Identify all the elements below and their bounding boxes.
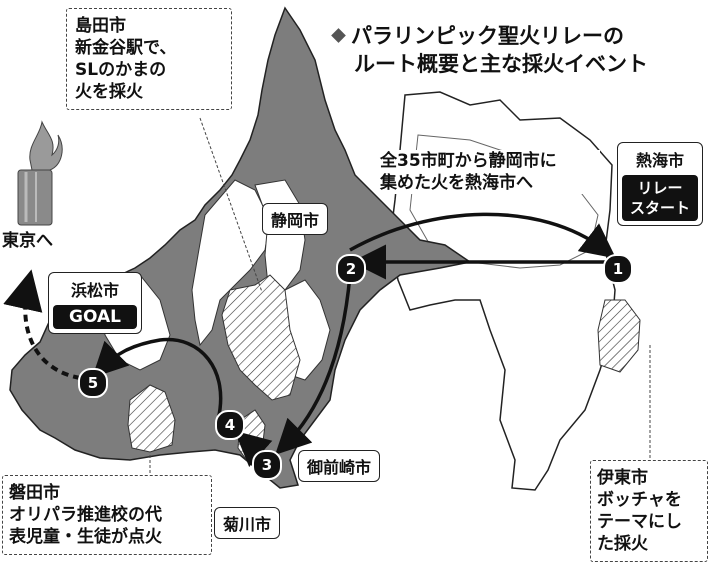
note-ito-line: テーマにし xyxy=(597,512,682,532)
hatched-shimada xyxy=(221,274,301,401)
title-line-1: パラリンピック聖火リレーの xyxy=(351,24,624,48)
route-4-to-5 xyxy=(92,337,223,421)
stop-marker-4: 4 xyxy=(215,410,245,440)
stop-marker-5: 5 xyxy=(78,368,108,398)
note-shimada-line: 新金谷駅で、 xyxy=(75,38,177,58)
label-hamamatsu-name: 浜松市 xyxy=(70,281,119,300)
route-2-to-1-arc xyxy=(349,212,617,259)
label-kikugawa: 菊川市 xyxy=(214,507,281,539)
label-hamamatsu: 浜松市 GOAL xyxy=(48,272,142,334)
label-hamamatsu-goal: GOAL xyxy=(53,305,137,329)
leader-shimada xyxy=(199,117,263,293)
cube-bullet-icon xyxy=(331,28,346,43)
note-ito-line: た採火 xyxy=(597,534,648,554)
stop-marker-1: 1 xyxy=(603,254,633,284)
white-municipality xyxy=(191,179,271,347)
note-ito-line: ボッチャを xyxy=(597,490,682,510)
label-atami-name: 熱海市 xyxy=(635,151,684,170)
note-shimada: 島田市 新金谷駅で、 SLのかまの 火を採火 xyxy=(66,8,232,110)
label-omaezaki: 御前崎市 xyxy=(298,450,381,482)
title-line-2: ルート概要と主な採火イベント xyxy=(354,52,648,76)
stop-marker-3: 3 xyxy=(252,450,282,480)
label-shizuoka: 静岡市 xyxy=(262,203,329,235)
note-iwata-line: 表児童・生徒が点火 xyxy=(9,527,162,547)
tag-line: リレー xyxy=(637,179,683,197)
hatched-iwata xyxy=(127,384,176,453)
torch-icon xyxy=(17,120,63,226)
label-atami-tag: リレー スタート xyxy=(622,175,698,221)
note-iwata-line: 磐田市 xyxy=(9,483,60,503)
note-relay-route: 全35市町から静岡市に 集めた火を熱海市へ xyxy=(380,150,600,194)
route-5-to-tokyo xyxy=(3,269,81,380)
route-2-to-3 xyxy=(275,274,352,455)
note-ito-line: 伊東市 xyxy=(597,468,648,488)
note-relay-line: 全35市町から静岡市に xyxy=(380,151,557,171)
label-tokyo: 東京へ xyxy=(2,230,53,252)
label-atami: 熱海市 リレー スタート xyxy=(617,142,703,226)
note-iwata-line: オリパラ推進校の代 xyxy=(9,505,162,525)
note-relay-line: 集めた火を熱海市へ xyxy=(380,173,533,193)
note-shimada-line: 火を採火 xyxy=(75,82,143,102)
note-shimada-line: 島田市 xyxy=(75,16,126,36)
hatched-ito xyxy=(597,299,641,373)
note-iwata: 磐田市 オリパラ推進校の代 表児童・生徒が点火 xyxy=(2,475,212,555)
note-shimada-line: SLのかまの xyxy=(75,60,167,80)
tag-line: スタート xyxy=(629,199,690,217)
note-ito: 伊東市 ボッチャを テーマにし た採火 xyxy=(590,460,708,562)
stop-marker-2: 2 xyxy=(336,254,366,284)
map-title: パラリンピック聖火リレーの ルート概要と主な採火イベント xyxy=(331,22,692,78)
